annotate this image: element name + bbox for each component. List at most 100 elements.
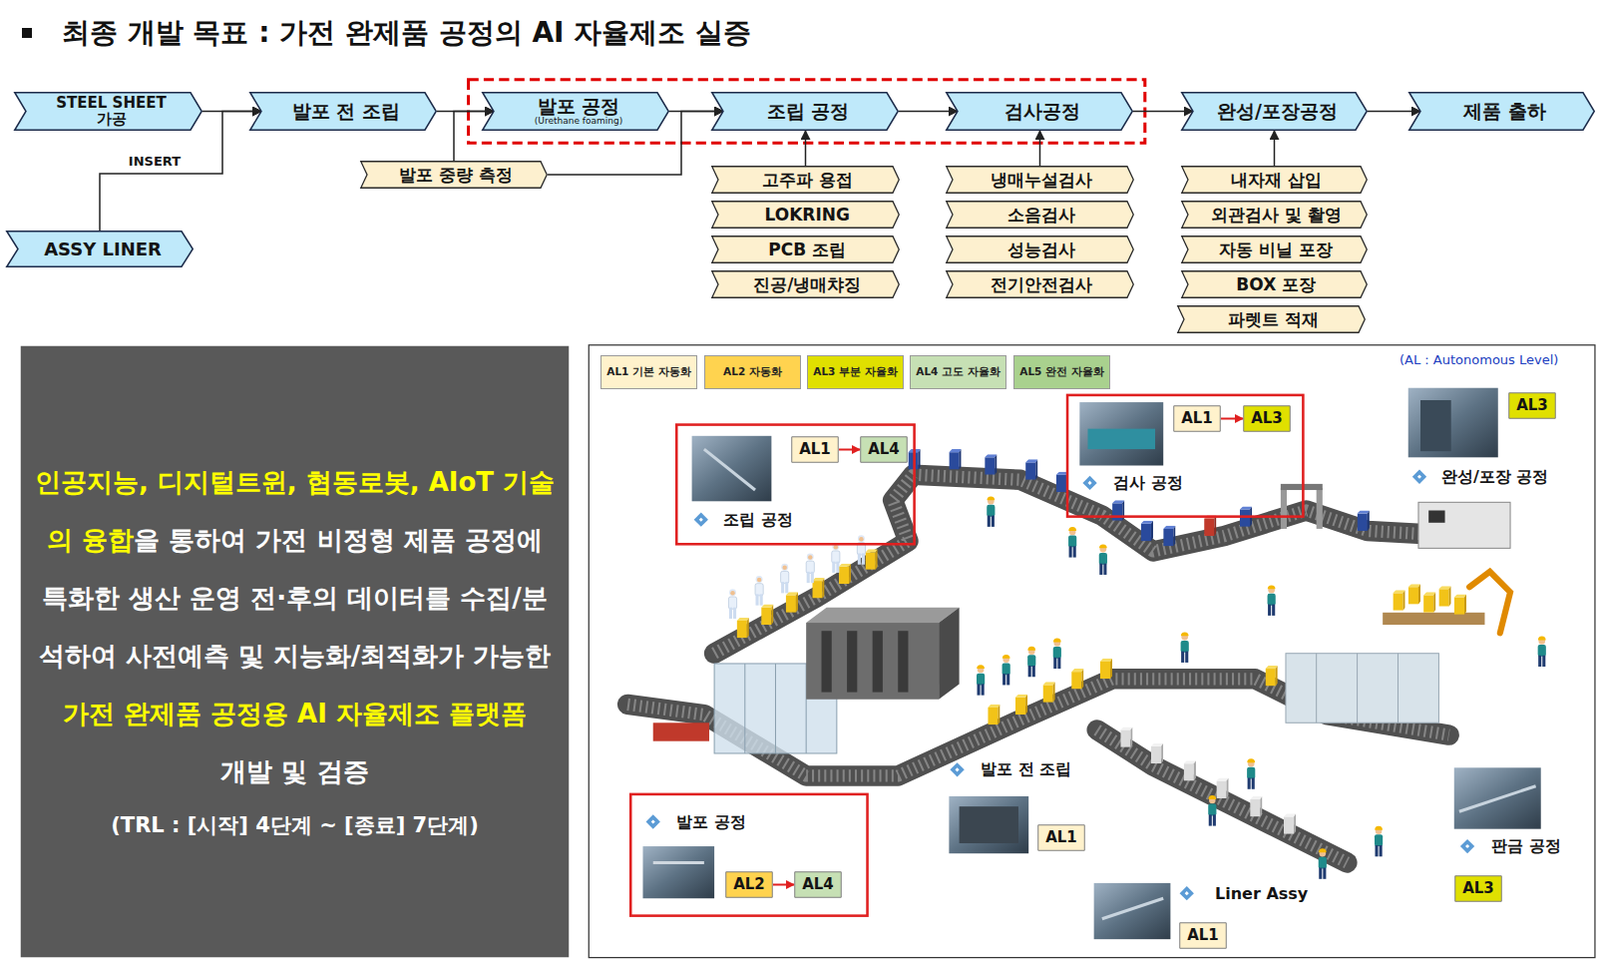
workers [986,495,995,526]
product-boxes [1163,525,1176,546]
autonomy-level-box-shape [1038,824,1086,851]
node-label: ASSY LINER [43,239,162,260]
autonomy-level-box: AL1 [1179,921,1227,949]
machine [938,607,959,700]
process-chevron-shape [250,92,437,131]
product-boxes [1357,510,1370,531]
sub-step-box-shape [946,166,1135,194]
sub-step-box-shape [946,236,1135,264]
sub-step-box-shape [946,201,1135,229]
title-bullet [21,27,32,38]
flow-arrow [1039,130,1042,166]
diamond-icon [1082,475,1097,490]
product-boxes [984,453,997,474]
diamond-icon [1460,838,1475,853]
node-label: 파렛트 적재 [1227,310,1319,330]
process-photo [948,796,1029,853]
node-label: 발포 중량 측정 [399,165,513,185]
callout-frame [1067,395,1303,517]
sub-step-box-shape [712,166,900,194]
node-label: 발포 공정 [537,95,621,117]
process-chevron: 조립 공정 [711,91,899,131]
autonomy-level-box: AL4 [794,870,842,898]
diamond-icon [1185,890,1190,895]
autonomy-level-box: AL3 [1242,404,1291,432]
flow-arrow [453,111,494,162]
node-label: 자동 비닐 포장 [1218,240,1333,260]
process-chevron: STEEL SHEET 가공 [13,91,203,131]
legend-swatch: AL3 부분 자율화 [806,355,904,390]
machine [821,630,832,692]
highlight-text: 가전 완제품 공정용 AI 자율제조 플랫폼 [29,684,560,743]
product-boxes [987,704,1000,725]
product-boxes [1249,796,1262,816]
product-boxes [1203,515,1216,536]
legend-text: AL2 자동화 [723,365,783,380]
autonomy-level-box: AL1 [1037,823,1086,851]
machine [872,630,883,692]
process-chevron: ASSY LINER [5,230,194,268]
sub-step-box: 자동 비닐 포장 [1181,235,1368,264]
node-label: AL3 [1516,397,1549,414]
legend-swatch: AL4 고도 자율화 [909,355,1007,390]
node-sublabel: (Urethane foaming) [534,116,623,127]
machine [1418,501,1511,548]
node-label: 제품 출하 [1463,100,1547,122]
node-label: 냉매누설검사 [990,170,1093,190]
process-chevron-shape [1182,92,1368,131]
process-photo [1420,400,1452,451]
product-boxes [865,548,878,569]
legend-note: (AL : Autonomous Level) [1396,351,1562,369]
product-boxes [1215,778,1228,799]
node-label: 검사공정 [1004,100,1081,122]
process-photo [653,860,705,864]
node-label: 외관검사 및 촬영 [1210,205,1342,225]
legend-text: AL4 고도 자율화 [915,365,1000,380]
sub-step-box: 전기안전검사 [945,270,1135,299]
process-photo [642,845,715,898]
flow-arrow [838,448,860,451]
node-label: 완성/포장공정 [1216,100,1338,122]
autonomy-level-box: AL3 [1454,874,1503,902]
workers [1181,631,1190,662]
node-label: AL2 [733,875,766,893]
process-name: 발포 전 조립 [977,758,1075,782]
process-photo [1094,882,1172,939]
node-label: STEEL SHEET 가공 [51,95,172,128]
process-photo [704,448,756,490]
product-boxes [838,563,851,584]
sub-step-box-shape [712,236,900,264]
machine [1382,612,1485,625]
sub-step-box: PCB 조립 [711,235,900,264]
workers [805,553,814,584]
machine [805,607,959,623]
product-boxes [1438,585,1451,606]
workers [728,588,737,619]
process-photo [642,388,1541,939]
process-chevron: 완성/포장공정 [1181,91,1368,131]
process-chevron: 발포 전 조립 [249,91,437,131]
sub-step-box-shape [1182,271,1368,299]
product-boxes [948,448,961,469]
machine [775,663,777,754]
node-label: 내자재 삽입 [1230,170,1322,190]
diamond-icon [646,813,661,828]
node-label: AL1 [1045,828,1078,846]
process-illustration [468,79,1596,958]
node-label: PCB 조립 [768,240,846,260]
process-photo [1102,897,1164,918]
callout-frame [630,395,1303,916]
sub-step-box: 발포 중량 측정 [360,160,548,189]
product-boxes [1184,760,1197,781]
node-label: AL3 [1462,879,1495,897]
process-chevron-shape [482,92,670,131]
autonomy-level-box-shape [1455,875,1503,902]
sub-step-box-shape [1182,201,1368,229]
node-label: 진공/냉매챠징 [753,275,861,295]
illustration-frame [588,345,1596,958]
process-name: 판금 공정 [1488,834,1565,858]
legend-swatch: AL2 자동화 [704,355,801,390]
machine [1469,571,1511,633]
product-boxes [1043,681,1056,702]
